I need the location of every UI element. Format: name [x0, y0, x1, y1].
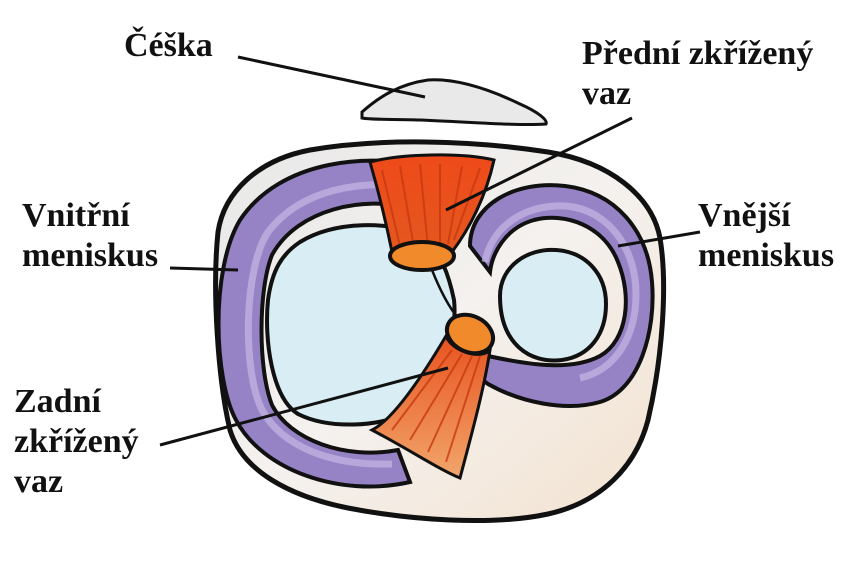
lateral-cartilage: [500, 250, 606, 361]
medial-meniscus-label-line-2: meniskus: [22, 236, 158, 276]
lateral-meniscus-label: Vnější meniskus: [698, 196, 834, 276]
patella-shape: [362, 80, 546, 125]
pcl-label-line-1: Zadní: [14, 382, 139, 422]
acl-label: Přední zkřížený vaz: [582, 34, 813, 114]
medial-meniscus-leader: [170, 268, 238, 270]
patella-label: Čéška: [124, 26, 213, 66]
pcl-label-line-2: zkřížený: [14, 422, 139, 462]
pcl-label-line-3: vaz: [14, 462, 139, 502]
patella-leader: [238, 57, 425, 97]
lateral-meniscus-label-line-1: Vnější: [698, 196, 834, 236]
lateral-meniscus-label-line-2: meniskus: [698, 236, 834, 276]
patella-label-line-1: Čéška: [124, 26, 213, 66]
acl-label-line-2: vaz: [582, 74, 813, 114]
pcl-label: Zadní zkřížený vaz: [14, 382, 139, 502]
medial-meniscus-label-line-1: Vnitřní: [22, 196, 158, 236]
acl-label-line-1: Přední zkřížený: [582, 34, 813, 74]
acl-end: [390, 242, 454, 270]
medial-meniscus-label: Vnitřní meniskus: [22, 196, 158, 276]
